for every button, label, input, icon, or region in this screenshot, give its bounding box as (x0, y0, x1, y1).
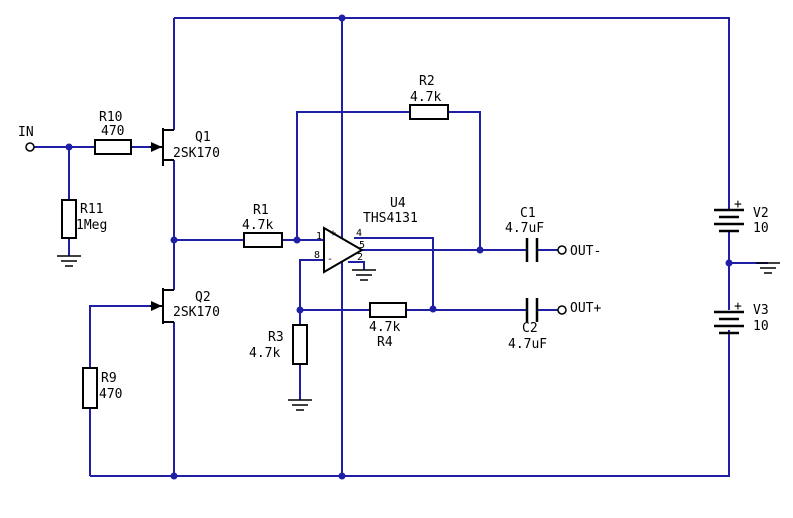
junction-dot (429, 305, 437, 313)
r10-ref-label: R10 (99, 110, 122, 125)
r4-value-label: 4.7k (369, 320, 400, 335)
r11-ref-label: R11 (80, 202, 103, 217)
input-terminal-icon (25, 142, 35, 152)
resistor-r3 (292, 324, 308, 365)
q1-value-label: 2SK170 (173, 146, 220, 161)
c1-ref-label: C1 (520, 206, 536, 221)
r3-ref-label: R3 (268, 330, 284, 345)
v3-plus-label: + (734, 299, 742, 314)
junction-dot (296, 306, 304, 314)
v2-value-label: 10 (753, 221, 769, 236)
battery-v3 (714, 310, 744, 335)
u4-pin-plus-label: + (330, 228, 336, 239)
v3-value-label: 10 (753, 319, 769, 334)
wires (34, 17, 768, 477)
q2-value-label: 2SK170 (173, 305, 220, 320)
u4-value-label: THS4131 (363, 211, 418, 226)
port-in-label: IN (18, 125, 34, 140)
r3-value-label: 4.7k (249, 346, 280, 361)
ground-icon (756, 262, 780, 274)
c2-value-label: 4.7uF (508, 337, 547, 352)
u4-pin8-label: 8 (314, 250, 320, 261)
r1-ref-label: R1 (253, 203, 269, 218)
wire-r2-left (296, 111, 410, 240)
resistor-r1 (243, 232, 283, 248)
r4-ref-label: R4 (377, 335, 393, 350)
ground-icon (288, 399, 312, 411)
junctions (65, 14, 733, 480)
u4-pin2-label: 2 (357, 252, 363, 263)
r2-value-label: 4.7k (410, 90, 441, 105)
q2-ref-label: Q2 (195, 290, 211, 305)
junction-dot (65, 143, 73, 151)
wire-r2-right (448, 111, 481, 250)
q2-gate-arrow-icon (151, 301, 162, 311)
q1-gate-arrow-icon (151, 142, 162, 152)
resistor-r11 (61, 199, 77, 239)
wire-pin8 (299, 259, 370, 311)
v3-ref-label: V3 (753, 303, 769, 318)
junction-dot (293, 236, 301, 244)
junction-dot (725, 259, 733, 267)
u4-pin1-label: 1 (316, 231, 322, 242)
wire-top-rail (174, 17, 730, 210)
capacitor-c1 (525, 238, 539, 262)
u4-pin4-label: 4 (356, 228, 362, 239)
junction-dot (476, 246, 484, 254)
u4-pin5-label: 5 (359, 240, 365, 251)
r9-ref-label: R9 (101, 371, 117, 386)
output-plus-terminal-icon (557, 305, 567, 315)
wire-bottom-rail (90, 330, 730, 477)
wire-opamp-gnd (348, 261, 365, 270)
r2-ref-label: R2 (419, 74, 435, 89)
r10-value-label: 470 (101, 124, 124, 139)
output-minus-terminal-icon (557, 245, 567, 255)
u4-ref-label: U4 (390, 196, 406, 211)
resistor-r4 (369, 302, 407, 318)
junction-dot (338, 472, 346, 480)
r11-value-label: 1Meg (76, 218, 107, 233)
v2-plus-label: + (734, 197, 742, 212)
junction-dot (170, 236, 178, 244)
v2-ref-label: V2 (753, 206, 769, 221)
capacitor-c2 (525, 298, 539, 322)
ground-icon (57, 255, 81, 267)
r1-value-label: 4.7k (242, 218, 273, 233)
battery-v2 (714, 208, 744, 233)
r9-value-label: 470 (99, 387, 122, 402)
ground-icon (352, 269, 376, 281)
c2-ref-label: C2 (522, 321, 538, 336)
resistor-r10 (94, 139, 132, 155)
junction-dot (338, 14, 346, 22)
junction-dot (170, 472, 178, 480)
resistor-r2 (409, 104, 449, 120)
wire-q2-gate (89, 305, 152, 368)
c1-value-label: 4.7uF (505, 221, 544, 236)
q1-ref-label: Q1 (195, 130, 211, 145)
port-out-minus-label: OUT- (570, 244, 601, 259)
resistor-r9 (82, 367, 98, 409)
opamp-u4-body (323, 226, 364, 274)
port-out-plus-label: OUT+ (570, 301, 601, 316)
wire-pin4 (354, 237, 434, 309)
u4-pin-minus-label: - (327, 254, 333, 265)
